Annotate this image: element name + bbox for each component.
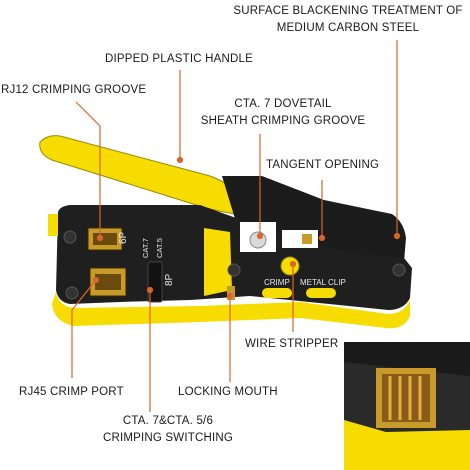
rj12-port-slot: [93, 233, 117, 245]
leader-dot: [146, 286, 154, 294]
callout-tangent-opening: TANGENT OPENING: [266, 159, 380, 171]
callout-switching: CTA. 7&CTA. 5/6 CRIMPING SWITCHING: [84, 413, 252, 447]
leader-dot: [176, 156, 184, 164]
callout-dovetail: CTA. 7 DOVETAIL SHEATH CRIMPING GROOVE: [193, 96, 373, 130]
callout-surface-treatment: SURFACE BLACKENING TREATMENT OF MEDIUM C…: [226, 3, 470, 37]
tangent-blade: [302, 234, 312, 244]
closeup-inset: [344, 342, 470, 470]
marking-metal-clip: METAL CLIP: [300, 278, 346, 287]
leader-lines: [71, 40, 401, 412]
callout-surface-line1: SURFACE BLACKENING TREATMENT OF: [233, 5, 463, 17]
callout-rj12-groove: RJ12 CRIMPING GROOVE: [1, 84, 147, 96]
upper-jaw: [222, 176, 406, 268]
leader-dot: [318, 234, 326, 242]
lower-handle: [52, 292, 410, 329]
callout-wire-stripper: WIRE STRIPPER: [245, 338, 339, 350]
screw-icon: [65, 286, 79, 300]
marking-cat7: CAT.7: [141, 238, 150, 258]
callout-locking-mouth: LOCKING MOUTH: [178, 386, 278, 398]
locking-mouth: [227, 286, 235, 300]
callout-dovetail-line1: CTA. 7 DOVETAIL: [234, 98, 332, 110]
leader-dot: [393, 232, 401, 240]
tangent-opening: [282, 230, 318, 248]
grip-pad: [306, 288, 336, 298]
wire-stripper-hole: [280, 256, 300, 276]
leader-dot: [256, 232, 264, 240]
screw-icon: [63, 230, 77, 244]
leader-dot: [92, 276, 100, 284]
tool-body: [56, 205, 412, 310]
screw-icon: [392, 263, 406, 277]
callout-surface-line2: MEDIUM CARBON STEEL: [276, 22, 420, 34]
rj45-port-slot: [95, 274, 121, 290]
callout-dipped-handle: DIPPED PLASTIC HANDLE: [105, 53, 253, 65]
grip-pad: [262, 288, 292, 298]
callout-rj45-port: RJ45 CRIMP PORT: [19, 386, 124, 398]
callout-switching-line1: CTA. 7&CTA. 5/6: [122, 415, 214, 427]
leader-dot: [226, 292, 234, 300]
handle-wedge: [204, 228, 232, 296]
leader-rj45: [71, 279, 97, 378]
leader-dot: [289, 260, 297, 268]
marking-crimp: CRIMP: [264, 278, 290, 287]
upper-handle: [39, 135, 241, 215]
callout-dovetail-line2: SHEATH CRIMPING GROOVE: [200, 115, 366, 127]
marking-8p: 8P: [164, 273, 175, 286]
leader-dot: [96, 234, 104, 242]
callout-switching-line2: CRIMPING SWITCHING: [102, 432, 234, 444]
handle-edge: [48, 214, 58, 236]
marking-cat5: CAT.5: [155, 238, 164, 258]
screw-icon: [227, 263, 241, 277]
leader-rj12: [75, 101, 101, 238]
marking-6p: 6P: [118, 231, 129, 244]
